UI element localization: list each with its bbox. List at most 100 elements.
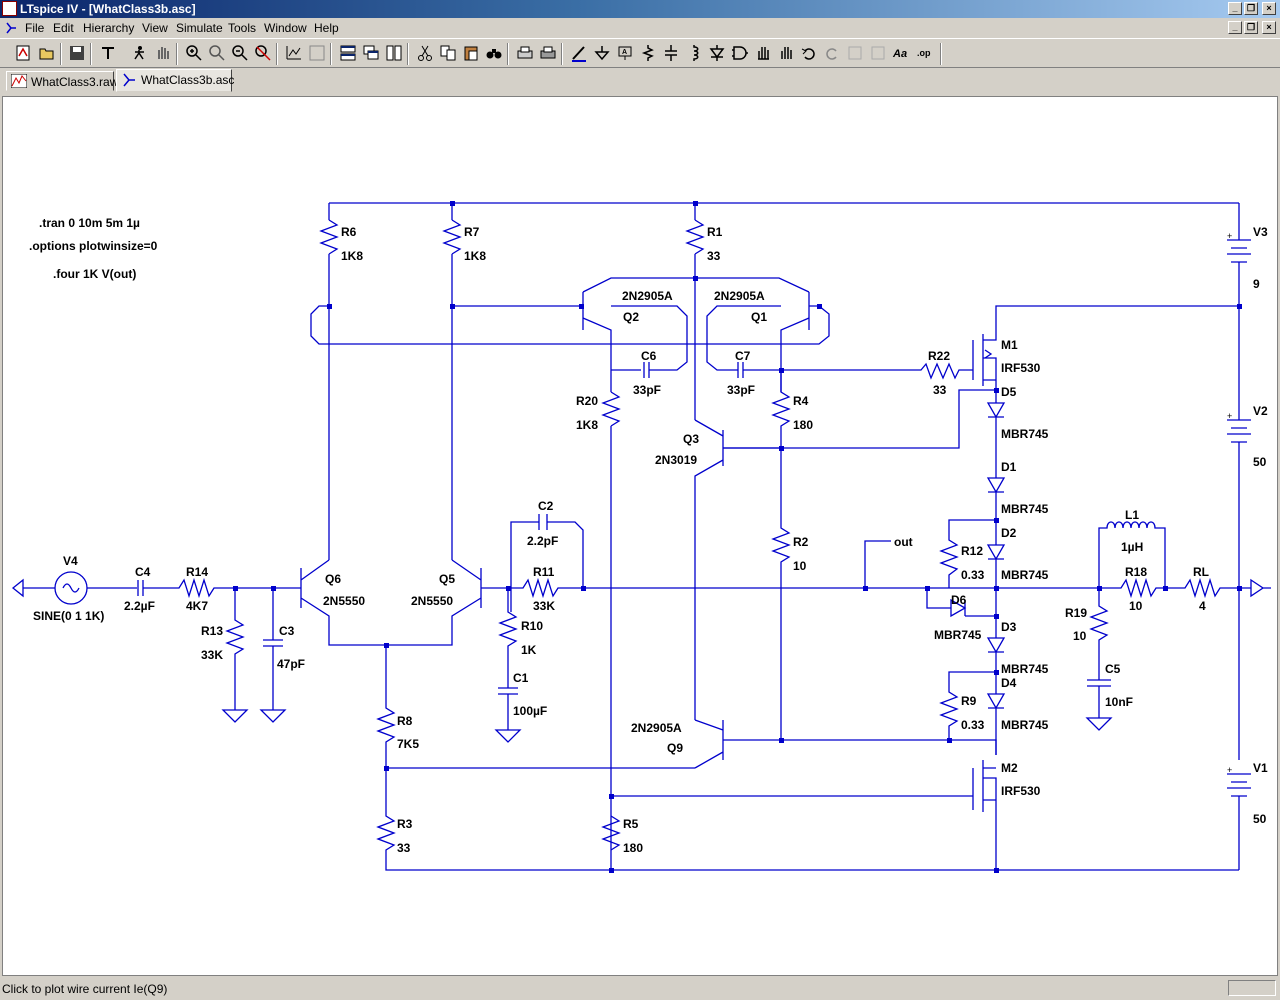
- component-value-label[interactable]: 1K8: [341, 249, 363, 263]
- autorange-icon[interactable]: [285, 44, 303, 62]
- resistor-icon[interactable]: [639, 44, 657, 62]
- component-value-label[interactable]: 9: [1253, 277, 1260, 291]
- component-value-label[interactable]: 47pF: [277, 657, 305, 671]
- component-ref-label[interactable]: R19: [1065, 606, 1087, 620]
- component-value-label[interactable]: 2N2905A: [622, 289, 673, 303]
- component-ref-label[interactable]: D5: [1001, 385, 1017, 399]
- component-value-label[interactable]: MBR745: [1001, 662, 1049, 676]
- component-value-label[interactable]: 180: [623, 841, 643, 855]
- component-ref-label[interactable]: C6: [641, 349, 657, 363]
- component-ref-label[interactable]: M1: [1001, 338, 1018, 352]
- component-value-label[interactable]: SINE(0 1 1K): [33, 609, 104, 623]
- component-ref-label[interactable]: D4: [1001, 676, 1017, 690]
- component-ref-label[interactable]: R18: [1125, 565, 1147, 579]
- component-value-label[interactable]: 10: [1129, 599, 1143, 613]
- component-ref-label[interactable]: R22: [928, 349, 950, 363]
- component-value-label[interactable]: 50: [1253, 455, 1267, 469]
- component-ref-label[interactable]: R2: [793, 535, 809, 549]
- mdi-minimize-button[interactable]: _: [1228, 21, 1242, 34]
- component-ref-label[interactable]: C3: [279, 624, 295, 638]
- menu-tools[interactable]: Tools: [228, 21, 257, 35]
- print-icon[interactable]: [539, 44, 557, 62]
- tile-vertical-icon[interactable]: [385, 44, 403, 62]
- find-icon[interactable]: [485, 44, 503, 62]
- component-value-label[interactable]: MBR745: [1001, 718, 1049, 732]
- move-hand-icon[interactable]: [754, 44, 772, 62]
- control-panel-icon[interactable]: [99, 44, 117, 62]
- component-value-label[interactable]: 2N5550: [323, 594, 365, 608]
- menu-file[interactable]: File: [25, 21, 45, 35]
- component-ref-label[interactable]: C1: [513, 671, 529, 685]
- component-value-label[interactable]: 1µH: [1121, 540, 1143, 554]
- component-value-label[interactable]: 50: [1253, 812, 1267, 826]
- component-value-label[interactable]: 2N3019: [655, 453, 697, 467]
- component-value-label[interactable]: 1K8: [464, 249, 486, 263]
- zoom-out-icon[interactable]: [231, 44, 249, 62]
- component-value-label[interactable]: 33pF: [727, 383, 755, 397]
- component-value-label[interactable]: 100µF: [513, 704, 547, 718]
- component-value-label[interactable]: 33: [933, 383, 947, 397]
- component-ref-label[interactable]: C5: [1105, 662, 1121, 676]
- schematic-canvas[interactable]: .tran 0 10m 5m 1µ .options plotwinsize=0…: [2, 96, 1278, 976]
- component-ref-label[interactable]: R8: [397, 714, 413, 728]
- cut-icon[interactable]: [416, 44, 434, 62]
- component-value-label[interactable]: MBR745: [934, 628, 982, 642]
- component-ref-label[interactable]: D1: [1001, 460, 1017, 474]
- restore-button[interactable]: ❐: [1244, 2, 1258, 15]
- rotate-icon[interactable]: [846, 44, 864, 62]
- run-icon[interactable]: [130, 44, 148, 62]
- menu-simulate[interactable]: Simulate: [176, 21, 223, 35]
- mdi-close-button[interactable]: ×: [1262, 21, 1276, 34]
- draw-wire-icon[interactable]: [570, 44, 588, 62]
- component-ref-label[interactable]: Q2: [623, 310, 639, 324]
- component-value-label[interactable]: 2N2905A: [714, 289, 765, 303]
- inductor-icon[interactable]: [685, 44, 703, 62]
- component-ref-label[interactable]: D2: [1001, 526, 1017, 540]
- component-ref-label[interactable]: V1: [1253, 761, 1268, 775]
- new-schematic-icon[interactable]: [14, 44, 32, 62]
- mirror-icon[interactable]: [869, 44, 887, 62]
- component-value-label[interactable]: 10: [793, 559, 807, 573]
- component-value-label[interactable]: 33: [397, 841, 411, 855]
- open-file-icon[interactable]: [38, 44, 56, 62]
- component-value-label[interactable]: 4: [1199, 599, 1206, 613]
- component-ref-label[interactable]: D6: [951, 593, 967, 607]
- component-ref-label[interactable]: R4: [793, 394, 809, 408]
- drag-hand-icon[interactable]: [777, 44, 795, 62]
- component-ref-label[interactable]: Q3: [683, 432, 699, 446]
- menu-view[interactable]: View: [142, 21, 168, 35]
- component-ref-label[interactable]: Q1: [751, 310, 767, 324]
- menu-window[interactable]: Window: [264, 21, 307, 35]
- component-ref-label[interactable]: R10: [521, 619, 543, 633]
- menu-edit[interactable]: Edit: [53, 21, 74, 35]
- component-value-label[interactable]: 7K5: [397, 737, 419, 751]
- component-value-label[interactable]: 1K8: [576, 418, 598, 432]
- component-value-label[interactable]: 180: [793, 418, 813, 432]
- component-value-label[interactable]: 33pF: [633, 383, 661, 397]
- component-value-label[interactable]: 2N2905A: [631, 721, 682, 735]
- component-ref-label[interactable]: R20: [576, 394, 598, 408]
- component-ref-label[interactable]: Q6: [325, 572, 341, 586]
- component-ref-label[interactable]: RL: [1193, 565, 1209, 579]
- capacitor-icon[interactable]: [662, 44, 680, 62]
- component-ref-label[interactable]: Q9: [667, 741, 683, 755]
- component-ref-label[interactable]: R3: [397, 817, 413, 831]
- component-value-label[interactable]: IRF530: [1001, 784, 1041, 798]
- component-ref-label[interactable]: R1: [707, 225, 723, 239]
- component-value-label[interactable]: 0.33: [961, 568, 985, 582]
- component-ref-label[interactable]: C2: [538, 499, 554, 513]
- component-ref-label[interactable]: V3: [1253, 225, 1268, 239]
- component-ref-label[interactable]: R12: [961, 544, 983, 558]
- close-button[interactable]: ×: [1262, 2, 1276, 15]
- ground-icon[interactable]: [593, 44, 611, 62]
- component-ref-label[interactable]: V2: [1253, 404, 1268, 418]
- component-value-label[interactable]: 10nF: [1105, 695, 1133, 709]
- component-value-label[interactable]: 0.33: [961, 718, 985, 732]
- component-ref-label[interactable]: V4: [63, 554, 78, 568]
- component-value-label[interactable]: 10: [1073, 629, 1087, 643]
- component-ref-label[interactable]: C4: [135, 565, 151, 579]
- component-ref-label[interactable]: L1: [1125, 508, 1139, 522]
- component-ref-label[interactable]: D3: [1001, 620, 1017, 634]
- print-preview-icon[interactable]: [516, 44, 534, 62]
- save-icon[interactable]: [68, 44, 86, 62]
